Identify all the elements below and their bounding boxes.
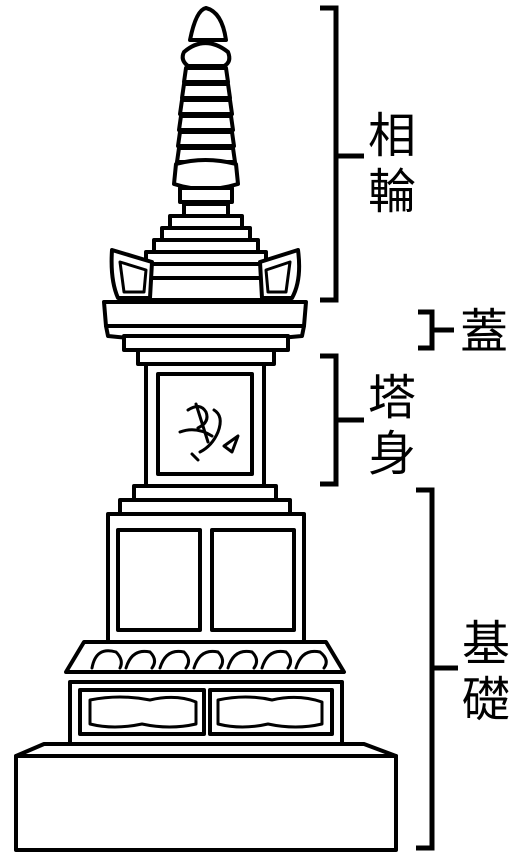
pagoda-body (146, 364, 264, 486)
bracket-sorin (320, 8, 336, 300)
roof-tiers (132, 216, 280, 300)
body-base-steps (120, 486, 290, 514)
label-tooshin-1: 塔 (368, 370, 416, 426)
label-kiso-1: 基 (462, 616, 510, 672)
label-kiso-2: 礎 (462, 672, 510, 728)
bracket-tooshin (320, 356, 336, 484)
bracket-kasa (418, 312, 432, 348)
pagoda-drawing (16, 8, 396, 850)
spire (174, 8, 238, 216)
foundation (16, 514, 396, 850)
capstone (104, 302, 306, 364)
label-kasa: 蓋 (460, 304, 508, 360)
label-sorin-2: 輪 (368, 164, 416, 220)
labels: 相 輪 蓋 塔 身 基 礎 (368, 108, 510, 728)
label-sorin-1: 相 (368, 108, 416, 164)
label-tooshin-2: 身 (368, 426, 416, 482)
lotus-petal-band (66, 642, 344, 672)
bracket-kiso (416, 490, 432, 848)
